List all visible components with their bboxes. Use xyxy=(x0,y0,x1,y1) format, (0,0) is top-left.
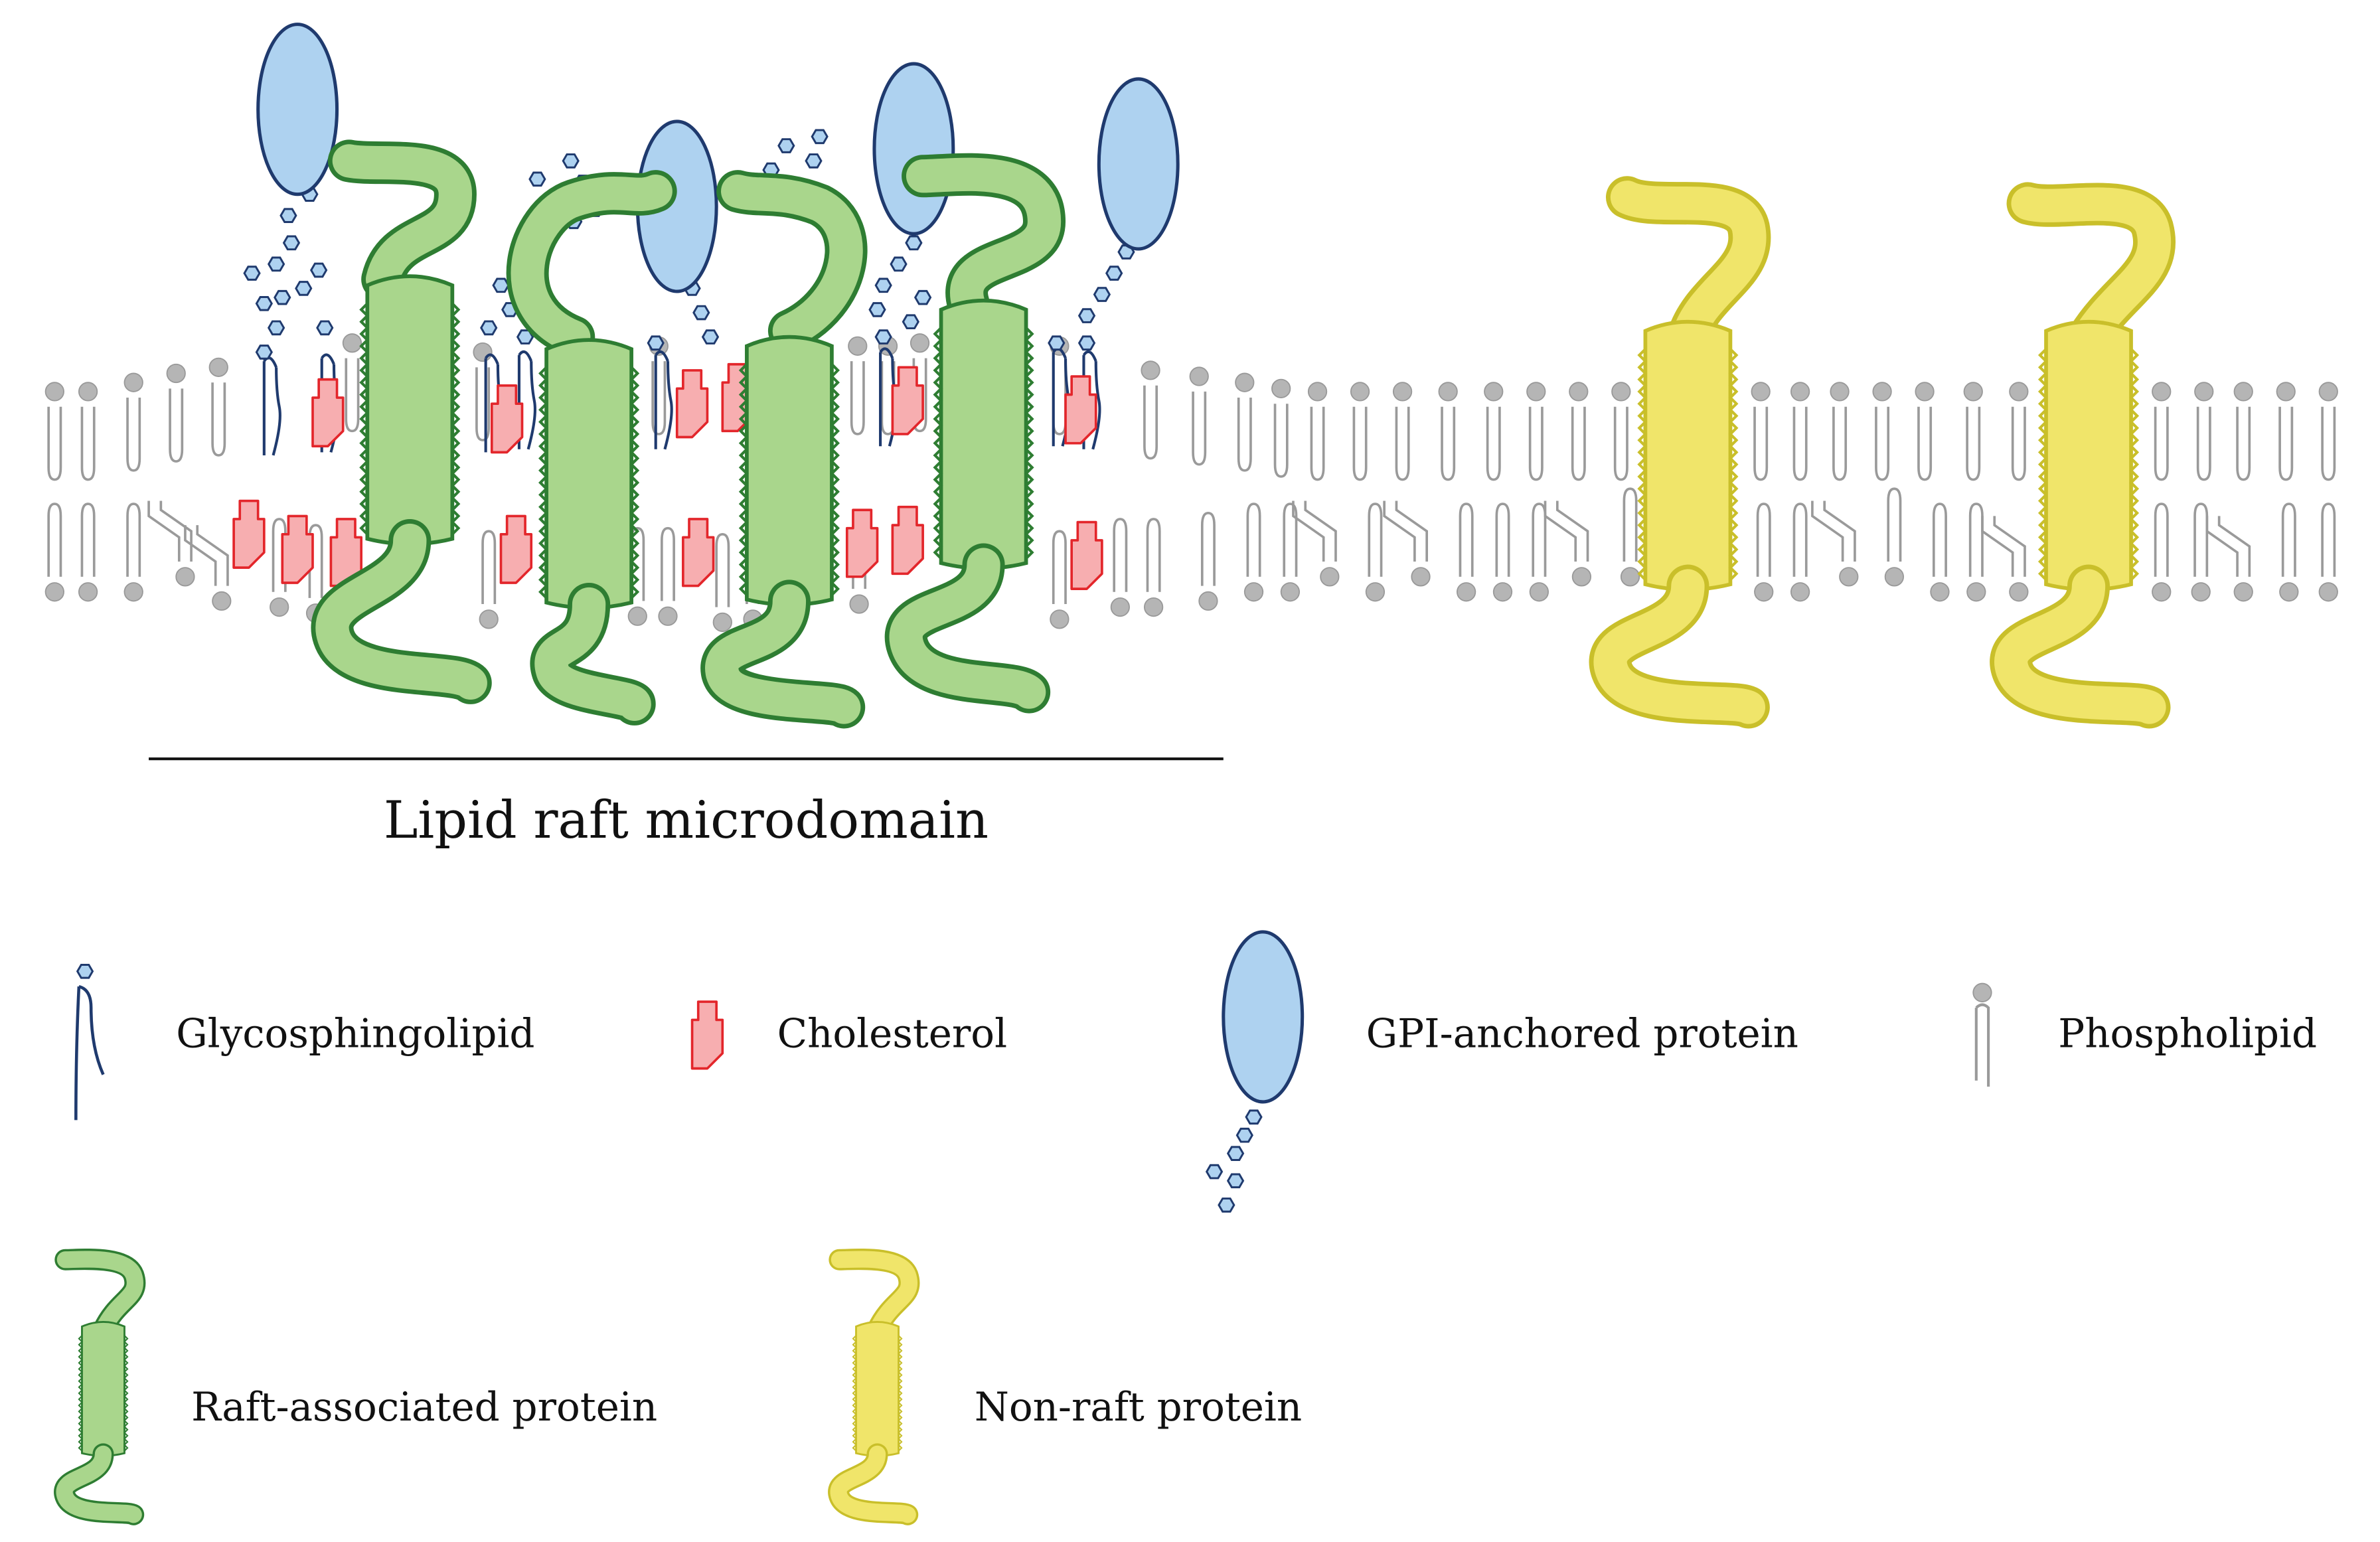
legend: Glycosphingolipid Cholesterol GPI-anchor… xyxy=(54,930,2317,1525)
legend-label-gpi-protein: GPI-anchored protein xyxy=(1366,1012,1798,1057)
gpi-protein-icon xyxy=(1206,930,1305,1213)
legend-label-phospholipid: Phospholipid xyxy=(2058,1012,2317,1057)
legend-gpi-anchored-protein: GPI-anchored protein xyxy=(1206,930,1798,1213)
legend-label-cholesterol: Cholesterol xyxy=(777,1012,1007,1057)
legend-label-non-raft-protein: Non-raft protein xyxy=(975,1385,1302,1430)
glycosphingolipid-icon xyxy=(74,963,105,1120)
legend-cholesterol: Cholesterol xyxy=(690,1000,1007,1070)
caption-lipid-raft: Lipid raft microdomain xyxy=(384,791,989,850)
cholesterol-icon xyxy=(690,1000,724,1070)
gpi-anchored-proteins xyxy=(256,23,1180,293)
legend-raft-associated-protein: Raft-associated protein xyxy=(54,1249,657,1525)
legend-non-raft-protein: Non-raft protein xyxy=(828,1249,1302,1525)
non-raft-proteins xyxy=(1589,176,2176,729)
legend-phospholipid: Phospholipid xyxy=(1972,982,2317,1087)
raft-associated-proteins xyxy=(311,139,1066,729)
phospholipid-icon xyxy=(1972,982,1992,1087)
legend-label-raft-protein: Raft-associated protein xyxy=(191,1385,657,1430)
raft-protein-icon xyxy=(54,1249,146,1525)
non-raft-protein-icon xyxy=(828,1249,920,1525)
legend-label-glycosphingolipid: Glycosphingolipid xyxy=(176,1012,534,1057)
legend-glycosphingolipid: Glycosphingolipid xyxy=(74,963,534,1120)
